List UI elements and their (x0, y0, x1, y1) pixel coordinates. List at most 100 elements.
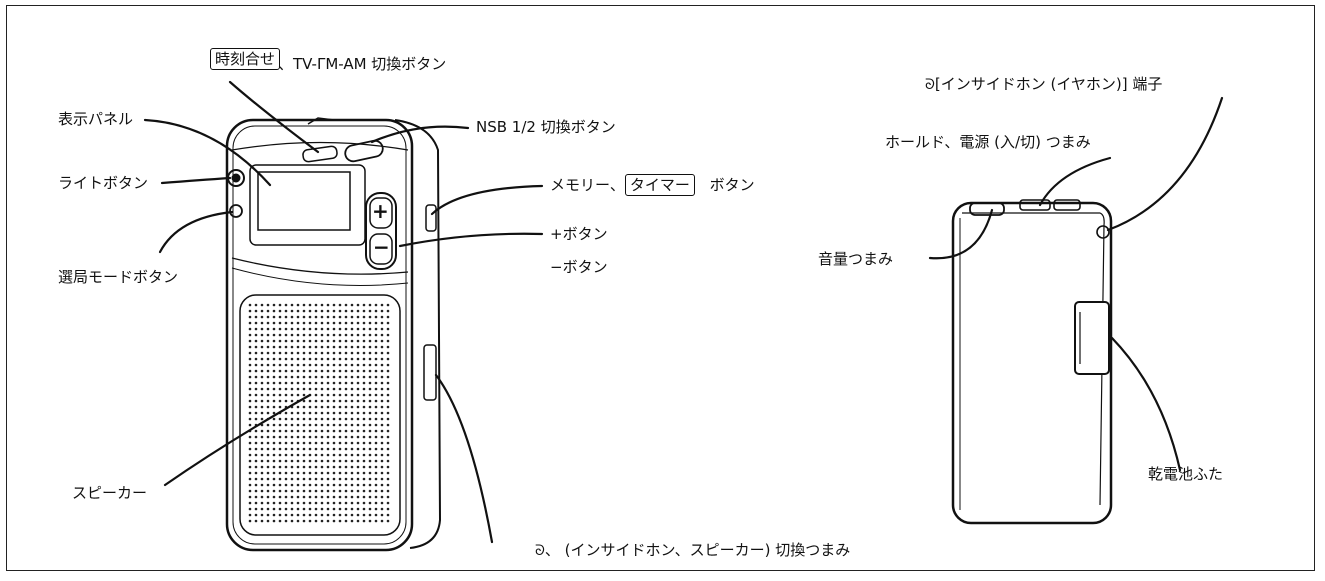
grille-dot (278, 495, 282, 499)
grille-dot (326, 495, 330, 499)
grille-dot (278, 363, 282, 367)
grille-dot (296, 339, 300, 343)
grille-dot (386, 471, 390, 475)
grille-dot (368, 333, 372, 337)
grille-dot (290, 465, 294, 469)
grille-dot (338, 369, 342, 373)
grille-dot (362, 375, 366, 379)
grille-dot (380, 465, 384, 469)
grille-dot (332, 489, 336, 493)
grille-dot (362, 417, 366, 421)
grille-dot (374, 363, 378, 367)
grille-dot (290, 321, 294, 325)
grille-dot (302, 399, 306, 403)
grille-dot (344, 321, 348, 325)
grille-dot (278, 303, 282, 307)
hold-power-knob-label: ホールド、電源 (入/切) つまみ (885, 133, 1091, 151)
grille-dot (386, 441, 390, 445)
grille-dot (338, 321, 342, 325)
grille-dot (278, 417, 282, 421)
grille-dot (326, 447, 330, 451)
grille-dot (314, 309, 318, 313)
grille-dot (248, 435, 252, 439)
diagram-frame (6, 5, 1315, 571)
grille-dot (326, 489, 330, 493)
tuning-mode-button-label: 選局モードボタン (58, 268, 179, 286)
grille-dot (362, 441, 366, 445)
grille-dot (308, 333, 312, 337)
grille-dot (338, 447, 342, 451)
grille-dot (266, 381, 270, 385)
grille-dot (272, 339, 276, 343)
grille-dot (356, 459, 360, 463)
grille-dot (326, 399, 330, 403)
grille-dot (344, 393, 348, 397)
grille-dot (362, 345, 366, 349)
grille-dot (314, 411, 318, 415)
grille-dot (266, 405, 270, 409)
grille-dot (284, 417, 288, 421)
grille-dot (248, 519, 252, 523)
grille-dot (326, 339, 330, 343)
grille-dot (272, 513, 276, 517)
speaker-dots (248, 303, 390, 523)
grille-dot (374, 393, 378, 397)
grille-dot (266, 495, 270, 499)
grille-dot (314, 327, 318, 331)
grille-dot (278, 333, 282, 337)
grille-dot (254, 411, 258, 415)
grille-dot (302, 351, 306, 355)
grille-dot (356, 393, 360, 397)
grille-dot (266, 513, 270, 517)
grille-dot (254, 447, 258, 451)
grille-dot (356, 417, 360, 421)
grille-dot (338, 375, 342, 379)
grille-dot (266, 321, 270, 325)
grille-dot (278, 513, 282, 517)
grille-dot (284, 459, 288, 463)
grille-dot (350, 483, 354, 487)
grille-dot (296, 435, 300, 439)
time-set-button-label: 時刻合せ (210, 48, 281, 70)
grille-dot (344, 453, 348, 457)
grille-dot (362, 399, 366, 403)
grille-dot (350, 405, 354, 409)
grille-dot (338, 357, 342, 361)
grille-dot (254, 381, 258, 385)
grille-dot (362, 471, 366, 475)
grille-dot (320, 369, 324, 373)
grille-dot (380, 471, 384, 475)
grille-dot (350, 507, 354, 511)
grille-dot (254, 453, 258, 457)
grille-dot (308, 381, 312, 385)
grille-dot (308, 303, 312, 307)
grille-dot (386, 309, 390, 313)
grille-dot (374, 465, 378, 469)
grille-dot (362, 327, 366, 331)
grille-dot (386, 357, 390, 361)
grille-dot (386, 303, 390, 307)
grille-dot (374, 333, 378, 337)
grille-dot (386, 339, 390, 343)
grille-dot (254, 489, 258, 493)
grille-dot (308, 435, 312, 439)
grille-dot (356, 513, 360, 517)
grille-dot (326, 333, 330, 337)
grille-dot (248, 483, 252, 487)
grille-dot (254, 321, 258, 325)
grille-dot (284, 453, 288, 457)
grille-dot (296, 465, 300, 469)
grille-dot (254, 441, 258, 445)
grille-dot (386, 399, 390, 403)
grille-dot (326, 321, 330, 325)
grille-dot (326, 459, 330, 463)
volume-knob-label: 音量つまみ (818, 250, 894, 268)
grille-dot (314, 321, 318, 325)
grille-dot (248, 387, 252, 391)
grille-dot (278, 501, 282, 505)
grille-dot (320, 423, 324, 427)
grille-dot (338, 423, 342, 427)
grille-dot (260, 441, 264, 445)
grille-dot (326, 393, 330, 397)
grille-dot (326, 315, 330, 319)
